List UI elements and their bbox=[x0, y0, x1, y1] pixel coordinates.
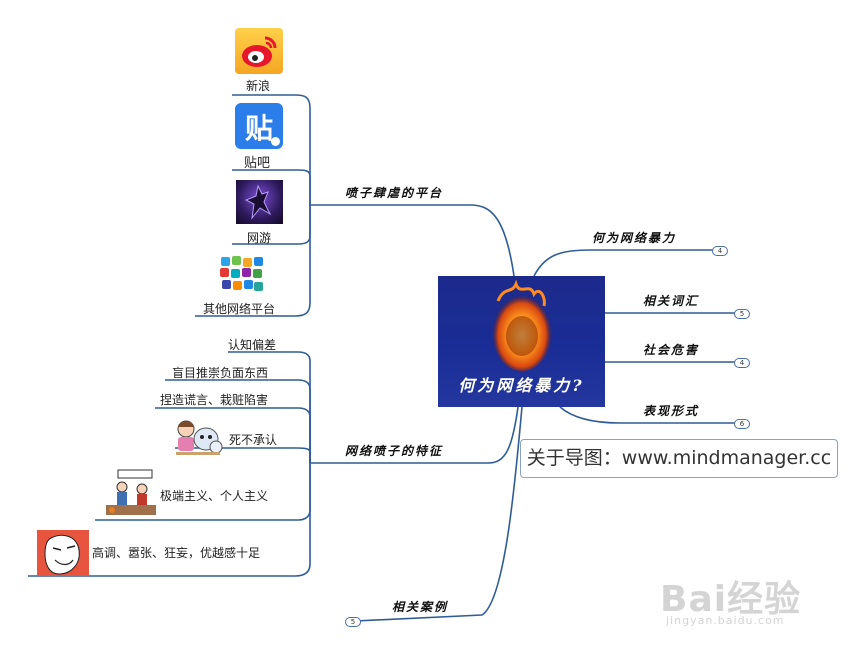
count-badge[interactable]: 4 bbox=[712, 246, 728, 256]
watermark-logo-text: Bai经验 bbox=[660, 579, 802, 620]
baidu-jingyan-watermark: Bai经验 jingyan.baidu.com bbox=[660, 570, 802, 627]
platform-item-label: 新浪 bbox=[246, 79, 271, 93]
count-badge[interactable]: 5 bbox=[734, 309, 750, 319]
feature-item-label: 盲目推崇负面东西 bbox=[172, 366, 269, 380]
feature-item-label: 捏造谎言、栽赃陷害 bbox=[160, 393, 269, 407]
topic-what-is-cyberviolence[interactable]: 何为网络暴力 bbox=[592, 231, 677, 245]
topic-social-harm[interactable]: 社会危害 bbox=[643, 343, 700, 357]
game-character-icon bbox=[236, 180, 283, 224]
platform-item-label: 贴吧 bbox=[244, 156, 271, 171]
count-badge[interactable]: 4 bbox=[734, 358, 750, 368]
about-map-box[interactable]: 关于导图：www.mindmanager.cc bbox=[520, 439, 838, 478]
cartoon-denial-icon bbox=[172, 415, 224, 457]
platform-item-label: 网游 bbox=[247, 231, 272, 245]
feature-item-label: 认知偏差 bbox=[228, 338, 277, 352]
tieba-icon: 贴 bbox=[235, 103, 283, 149]
count-badge[interactable]: 5 bbox=[345, 617, 361, 627]
feature-item-label: 死不承认 bbox=[229, 433, 278, 447]
feature-item-label: 高调、嚣张、狂妄，优越感十足 bbox=[92, 546, 261, 560]
count-badge[interactable]: 6 bbox=[734, 419, 750, 429]
feature-item-label: 极端主义、个人主义 bbox=[160, 489, 269, 503]
central-topic[interactable]: 何为网络暴力? bbox=[438, 276, 605, 407]
platform-item-label: 其他网络平台 bbox=[203, 302, 276, 316]
cartoon-extremism-icon bbox=[102, 469, 158, 517]
topic-manifestations[interactable]: 表现形式 bbox=[643, 404, 700, 418]
fire-fist-icon bbox=[492, 279, 552, 371]
topic-related-terms[interactable]: 相关词汇 bbox=[643, 294, 700, 308]
weibo-icon bbox=[235, 28, 283, 74]
central-topic-title: 何为网络暴力? bbox=[458, 376, 585, 395]
topic-troll-features[interactable]: 网络喷子的特征 bbox=[345, 444, 444, 458]
watermark-url: jingyan.baidu.com bbox=[666, 614, 785, 627]
meme-face-icon bbox=[37, 530, 89, 575]
topic-related-cases[interactable]: 相关案例 bbox=[392, 600, 449, 614]
topic-platforms[interactable]: 喷子肆虐的平台 bbox=[345, 186, 444, 200]
app-icons-icon bbox=[219, 255, 264, 297]
